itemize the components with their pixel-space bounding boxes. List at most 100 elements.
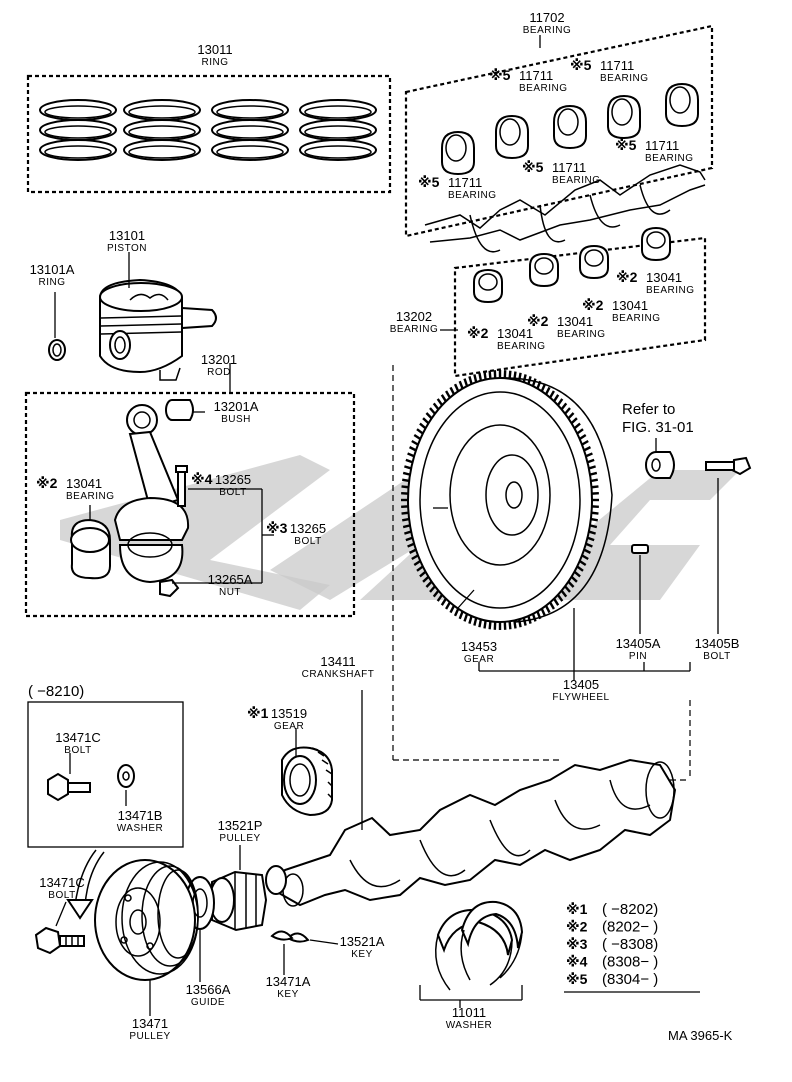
rod-bearing-group	[453, 236, 707, 378]
main-bearing-shell[interactable]	[441, 130, 475, 176]
piston-ring-inner	[304, 145, 372, 159]
part-number: 11711	[448, 175, 482, 190]
piston-13101[interactable]	[99, 278, 217, 381]
part-name: BEARING	[646, 285, 695, 296]
part-name: BEARING	[523, 25, 572, 36]
part-name: BUSH	[221, 414, 251, 425]
key-13521A[interactable]	[286, 932, 310, 943]
rod-bearing-shell[interactable]	[641, 226, 671, 262]
part-number: 13519	[271, 706, 307, 721]
ring-set-13011[interactable]	[26, 74, 392, 194]
flywheel-tooth	[591, 485, 599, 489]
flywheel-pin-13405A[interactable]	[631, 544, 649, 554]
part-number: 13041	[557, 314, 593, 329]
key-13471A[interactable]	[270, 930, 294, 941]
main-bearing-shell[interactable]	[495, 114, 529, 160]
piston-pin-ring-13101A[interactable]	[48, 339, 66, 361]
rod-nut-13265A[interactable]	[159, 578, 180, 598]
part-name: KEY	[351, 949, 373, 960]
flywheel-tooth	[549, 601, 555, 610]
flywheel-tooth	[478, 372, 483, 381]
flywheel-tooth	[411, 439, 419, 446]
flywheel-tooth	[422, 417, 430, 425]
part-number: 11711	[645, 138, 679, 153]
flywheel-tooth	[463, 378, 469, 387]
flywheel-tooth	[445, 390, 451, 399]
bolt-13471C[interactable]	[34, 926, 85, 955]
main-bearing-shell[interactable]	[553, 104, 587, 150]
washer-13471B[interactable]	[117, 764, 135, 788]
crank-pulley-13521P[interactable]	[209, 870, 268, 932]
rod-bush-13201A[interactable]	[165, 399, 194, 421]
rod-bolt-13265[interactable]	[175, 465, 188, 507]
flywheel-tooth	[449, 605, 456, 614]
pilot-bearing-ref[interactable]	[645, 451, 675, 479]
part-number: 13101A	[30, 262, 75, 277]
part-number: 13265	[215, 472, 251, 487]
crankshaft-behind-bearings	[424, 164, 706, 253]
piston-ring	[123, 99, 201, 121]
legend-mark: ※1	[566, 901, 588, 917]
flywheel-tooth	[583, 446, 591, 452]
mark-symbol: ※5	[489, 67, 511, 83]
flywheel-tooth	[581, 439, 589, 446]
flywheel-tooth	[473, 374, 478, 383]
rod-bearing-shell[interactable]	[579, 244, 609, 280]
flywheel-bolt-13405B[interactable]	[705, 456, 752, 476]
flywheel-tooth	[488, 621, 492, 630]
crankshaft-13411[interactable]	[268, 758, 677, 907]
flywheel-13405[interactable]	[401, 370, 613, 630]
flywheel-tooth	[478, 619, 483, 628]
flywheel-tooth	[402, 524, 411, 529]
thrust-washers-11011[interactable]	[435, 900, 524, 991]
flywheel-tooth	[581, 554, 589, 561]
part-name: BOLT	[219, 487, 246, 498]
rod-bearing-shell[interactable]	[529, 252, 559, 288]
rod-bearing-shell[interactable]	[473, 268, 503, 304]
part-number: 11711	[519, 68, 553, 83]
pulley-13471[interactable]	[94, 859, 199, 981]
main-bearing-shell[interactable]	[607, 94, 641, 140]
piston-ring-inner	[44, 125, 112, 139]
piston-ring-inner	[304, 105, 372, 119]
timing-gear-13519[interactable]	[281, 746, 333, 817]
piston-ring-inner	[44, 105, 112, 119]
flywheel-tooth	[576, 565, 584, 572]
mark-symbol: ※2	[616, 269, 638, 285]
rod-bearing-left[interactable]	[70, 518, 111, 580]
part-name: RING	[39, 277, 66, 288]
mark-symbol: ※2	[467, 325, 489, 341]
part-number: 13405A	[616, 636, 661, 651]
part-name: BOLT	[294, 536, 321, 547]
bolt-13471C-inbox[interactable]	[47, 772, 91, 802]
piston-ring	[211, 119, 289, 141]
crank-key-area	[265, 865, 287, 895]
part-number: 11711	[552, 160, 586, 175]
mark-symbol: ※5	[570, 57, 592, 73]
flywheel-tooth	[522, 617, 527, 626]
connecting-rod-13201[interactable]	[113, 404, 190, 584]
part-number: 13566A	[186, 982, 231, 997]
flywheel-tooth	[404, 465, 412, 470]
main-bearing-shell[interactable]	[665, 82, 699, 128]
part-name: BEARING	[552, 175, 601, 186]
part-name: PULLEY	[129, 1031, 170, 1042]
